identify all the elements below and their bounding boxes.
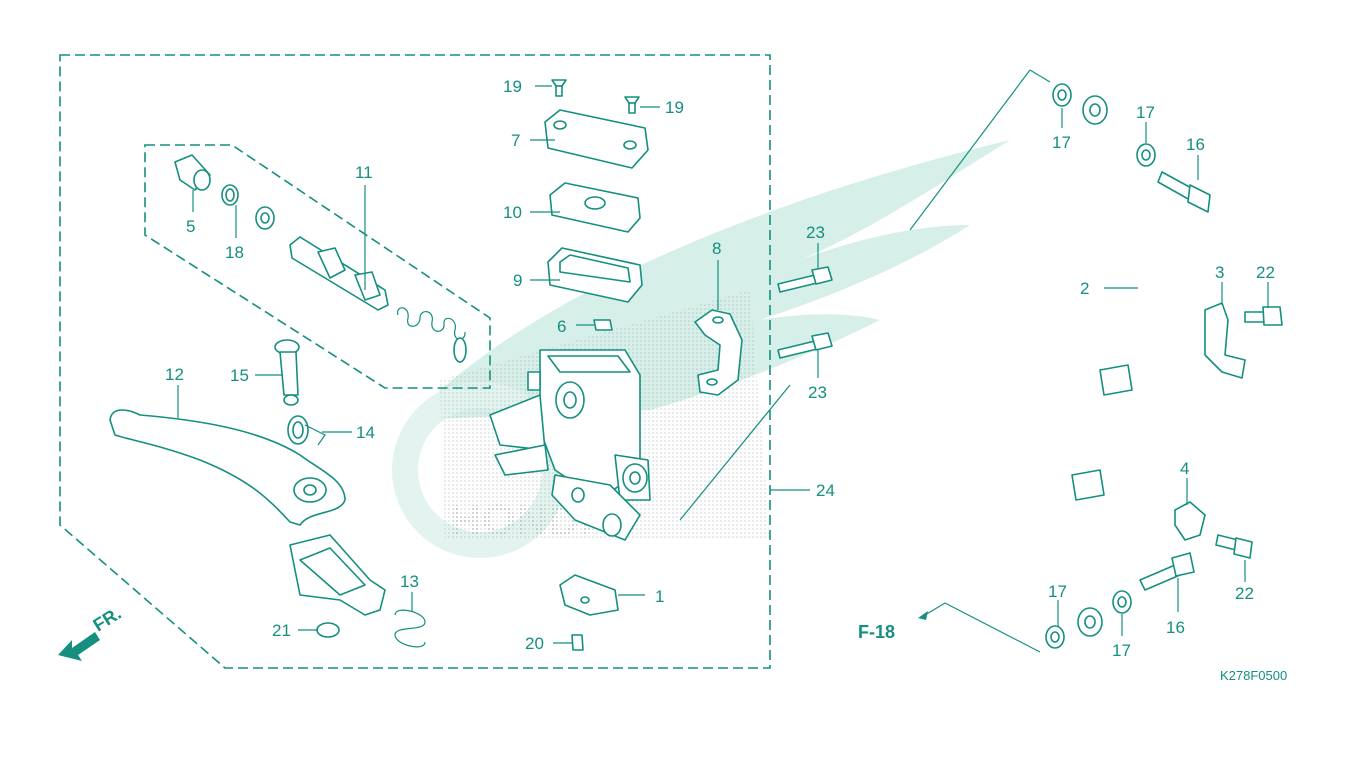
callout-23-a: 23 [806, 223, 825, 242]
callout-11: 11 [355, 163, 373, 182]
washer-17-d [1112, 590, 1132, 614]
diaphragm-plate [549, 182, 641, 233]
pivot-bolt-15 [274, 339, 300, 406]
callout-5: 5 [186, 217, 195, 236]
cap-21 [316, 622, 340, 638]
bolt-23-a [777, 266, 833, 293]
callout-21: 21 [272, 621, 291, 640]
callout-6: 6 [557, 317, 566, 336]
bolt-22-b [1215, 534, 1253, 559]
callout-19-b: 19 [665, 98, 684, 117]
washer-11 [255, 206, 275, 230]
holder-8 [694, 309, 743, 396]
callout-14: 14 [356, 423, 375, 442]
reference-label: F-18 [858, 622, 895, 642]
callout-17-b: 17 [1136, 103, 1155, 122]
callout-12: 12 [165, 365, 184, 384]
diagram-code: K278F0500 [1220, 668, 1287, 683]
diaphragm [547, 247, 643, 303]
boot-5 [174, 154, 211, 191]
washer-17-a [1052, 83, 1072, 107]
spring-11 [397, 307, 467, 363]
master-cylinder-body [489, 349, 651, 541]
oil-bolt-16-a [1157, 171, 1211, 213]
bolt-23-b [777, 332, 833, 359]
hose-clamp-3 [1204, 302, 1246, 379]
screw-19-a [551, 79, 567, 97]
oil-bolt-16-b [1139, 552, 1195, 591]
callout-22-a: 22 [1256, 263, 1275, 282]
float-6 [593, 319, 613, 331]
spring-14 [287, 415, 326, 446]
front-label: FR. [90, 603, 125, 635]
washer-17-c [1045, 625, 1065, 649]
callout-22-b: 22 [1235, 584, 1254, 603]
callout-13: 13 [400, 572, 419, 591]
callout-16-b: 16 [1166, 618, 1185, 637]
callout-23-b: 23 [808, 383, 827, 402]
callout-labels: 1 2 3 4 5 6 7 8 9 10 11 12 13 14 15 16 1… [165, 77, 1287, 683]
callout-20: 20 [525, 634, 544, 653]
watermark-logo: HONDA [392, 140, 1010, 558]
callout-8: 8 [712, 239, 721, 258]
callout-7: 7 [511, 131, 520, 150]
reservoir-cap [544, 109, 649, 169]
circlip-18 [221, 184, 239, 206]
callout-18: 18 [225, 243, 244, 262]
callout-4: 4 [1180, 459, 1189, 478]
screw-19-b [624, 96, 640, 114]
callout-17-d: 17 [1112, 641, 1131, 660]
assembly-boundary [59, 54, 771, 669]
callout-19-a: 19 [503, 77, 522, 96]
piston-kit-boundary [144, 144, 491, 389]
brake-switch-1 [559, 574, 619, 616]
callout-3: 3 [1215, 263, 1224, 282]
front-direction-arrow: FR. [58, 603, 125, 661]
callout-16-a: 16 [1186, 135, 1205, 154]
callout-10: 10 [503, 203, 522, 222]
leader-lines [177, 69, 1269, 653]
callout-2: 2 [1080, 279, 1089, 298]
brake-hose-2 [1071, 95, 1145, 637]
callout-17-c: 17 [1048, 582, 1067, 601]
callout-24: 24 [816, 481, 835, 500]
callout-1: 1 [655, 587, 664, 606]
lever-bracket [289, 534, 386, 616]
washer-17-b [1136, 143, 1156, 167]
brake-lever-12 [109, 409, 346, 526]
hose-clamp-4 [1174, 501, 1206, 541]
callout-9: 9 [513, 271, 522, 290]
bolt-22-a [1244, 306, 1283, 326]
screw-20 [571, 634, 584, 651]
spring-13 [394, 609, 426, 648]
callout-15: 15 [230, 366, 249, 385]
callout-17-a: 17 [1052, 133, 1071, 152]
piston-11 [289, 236, 389, 311]
